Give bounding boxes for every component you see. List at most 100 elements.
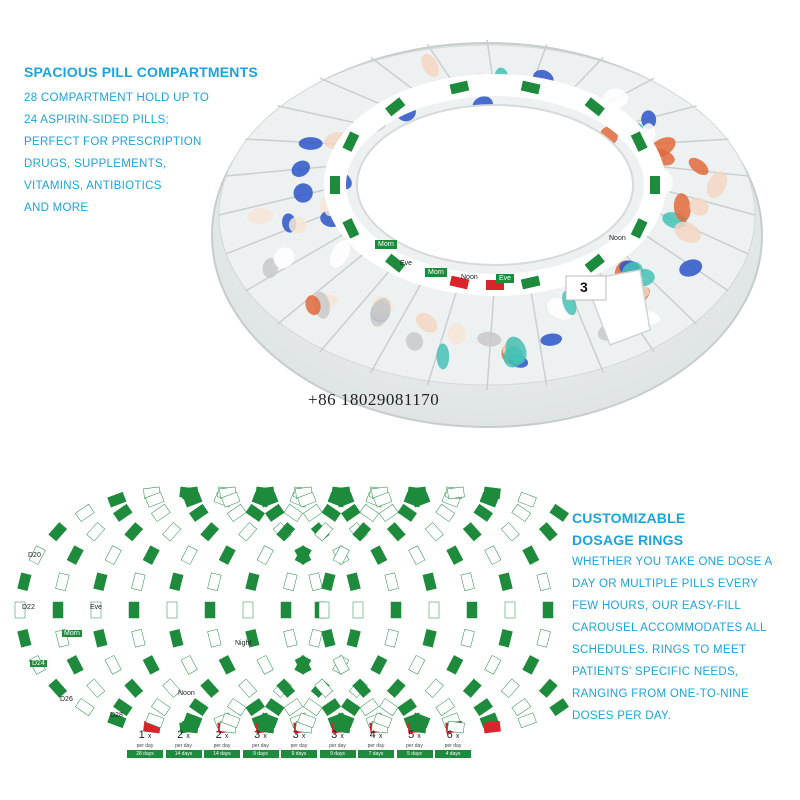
dose-chip-count: 6 x xyxy=(446,729,460,741)
compartment-divider xyxy=(276,241,379,325)
carousel-label-segment xyxy=(360,237,380,258)
dose-ring-segment xyxy=(446,545,464,565)
dose-ring-segment xyxy=(294,655,312,675)
dose-ring-segment xyxy=(473,698,493,717)
dose-ring-segment xyxy=(314,678,334,698)
dose-ring-segment xyxy=(14,601,26,619)
compartments-heading: SPACIOUS PILL COMPARTMENTS xyxy=(24,64,258,80)
carousel-label-segment xyxy=(650,176,660,194)
dose-ring-segment xyxy=(142,545,160,565)
dosage-line: DAY OR MULTIPLE PILLS EVERY xyxy=(572,578,759,590)
dose-ring-segment xyxy=(341,503,361,522)
carousel-label-segment xyxy=(449,80,470,95)
dose-ring-segment xyxy=(297,491,317,508)
compartments-line: VITAMINS, ANTIBIOTICS xyxy=(24,180,162,192)
dose-chip-days: 7 days xyxy=(358,750,394,758)
dose-ring-segment xyxy=(66,545,84,565)
dose-ring-segment xyxy=(422,572,437,592)
dose-ring-segment xyxy=(104,545,122,565)
dose-ring-segment xyxy=(335,491,355,508)
pill xyxy=(305,295,321,316)
dose-chip-count: 5 x xyxy=(408,729,421,741)
dose-ring-segment xyxy=(373,712,393,729)
pill xyxy=(293,183,313,203)
dose-ring-segment xyxy=(55,572,70,592)
pill xyxy=(673,193,691,222)
dose-ring-segment xyxy=(169,628,184,648)
pill xyxy=(447,323,466,345)
pill xyxy=(706,171,728,199)
pill xyxy=(679,259,703,277)
dose-ring-segment xyxy=(408,655,426,675)
dose-ring-segment xyxy=(386,678,406,698)
dose-chip-count: 1 x xyxy=(138,729,152,741)
dose-ring-segment xyxy=(86,678,106,698)
dose-ring-segment xyxy=(346,572,361,592)
dose-ring-segment xyxy=(200,522,220,542)
dose-chip-sub: per day xyxy=(444,743,462,749)
dose-ring-segment xyxy=(90,601,102,619)
dose-ring-segment xyxy=(245,698,265,717)
dose-ring-segment xyxy=(321,628,336,648)
dose-ring-segment xyxy=(346,628,361,648)
dose-ring-segment xyxy=(207,572,222,592)
compartment-divider xyxy=(218,184,346,216)
carousel-label-segment xyxy=(584,253,605,273)
dose-ring-segment xyxy=(276,522,296,542)
dose-chip-count: 2 x xyxy=(177,729,190,741)
carousel-label-eve: Eve xyxy=(496,274,515,283)
dose-ring-segment xyxy=(17,628,32,648)
dosage-text-block: CUSTOMIZABLE DOSAGE RINGS WHETHER YOU TA… xyxy=(572,507,782,727)
dose-ring-segment xyxy=(124,678,144,698)
pill xyxy=(370,297,391,327)
dose-ring-segment xyxy=(48,522,68,542)
dose-ring-segment xyxy=(379,698,399,717)
pill xyxy=(405,332,424,351)
carousel-label-segment xyxy=(332,152,346,173)
dose-ring-segment xyxy=(283,698,303,717)
dose-ring-segment xyxy=(107,491,127,508)
dose-ring-segment xyxy=(207,628,222,648)
dose-ring-segment xyxy=(341,698,361,717)
dose-ring-segment xyxy=(522,655,540,675)
dose-ring-segment xyxy=(370,545,388,565)
dose-ring-segment xyxy=(390,601,402,619)
dose-ring-segment xyxy=(280,601,292,619)
carousel-label-segment xyxy=(342,218,360,239)
carousel-label-segment xyxy=(330,176,340,194)
dose-ring-segment xyxy=(303,698,323,717)
dose-chip-sub: per day xyxy=(406,743,423,749)
dose-ring-segment xyxy=(370,655,388,675)
dose-ring-segment xyxy=(522,545,540,565)
dose-ring-segment xyxy=(384,628,399,648)
dose-ring-segment xyxy=(28,545,46,565)
ring-label-d24: D24 xyxy=(30,660,47,667)
dose-ring-segment xyxy=(435,698,455,717)
dose-chip-count: 3 x xyxy=(331,729,344,741)
dose-ring-segment xyxy=(483,486,501,500)
dose-ring-segment xyxy=(428,601,440,619)
pill xyxy=(688,157,709,176)
dose-ring-segment xyxy=(314,522,334,542)
dose-ring-segment xyxy=(131,628,146,648)
dose-ring-segment xyxy=(238,678,258,698)
dose-ring-segment xyxy=(538,678,558,698)
dose-ring-segment xyxy=(379,503,399,522)
dose-ring-segment xyxy=(113,698,133,717)
pill xyxy=(330,240,350,268)
compartments-line: AND MORE xyxy=(24,202,89,214)
dosage-line: CAROUSEL ACCOMMODATES ALL xyxy=(572,622,767,634)
dose-ring-segment xyxy=(352,601,364,619)
dose-ring-segment xyxy=(180,545,198,565)
dose-ring-segment xyxy=(500,678,520,698)
carousel-label-segment xyxy=(486,280,504,290)
carousel-label-segment xyxy=(520,80,541,95)
dose-ring-segment xyxy=(308,572,323,592)
dose-ring-segment xyxy=(373,491,393,508)
dose-ring-segment xyxy=(276,678,296,698)
carousel-label-morn: Morn xyxy=(375,240,397,249)
